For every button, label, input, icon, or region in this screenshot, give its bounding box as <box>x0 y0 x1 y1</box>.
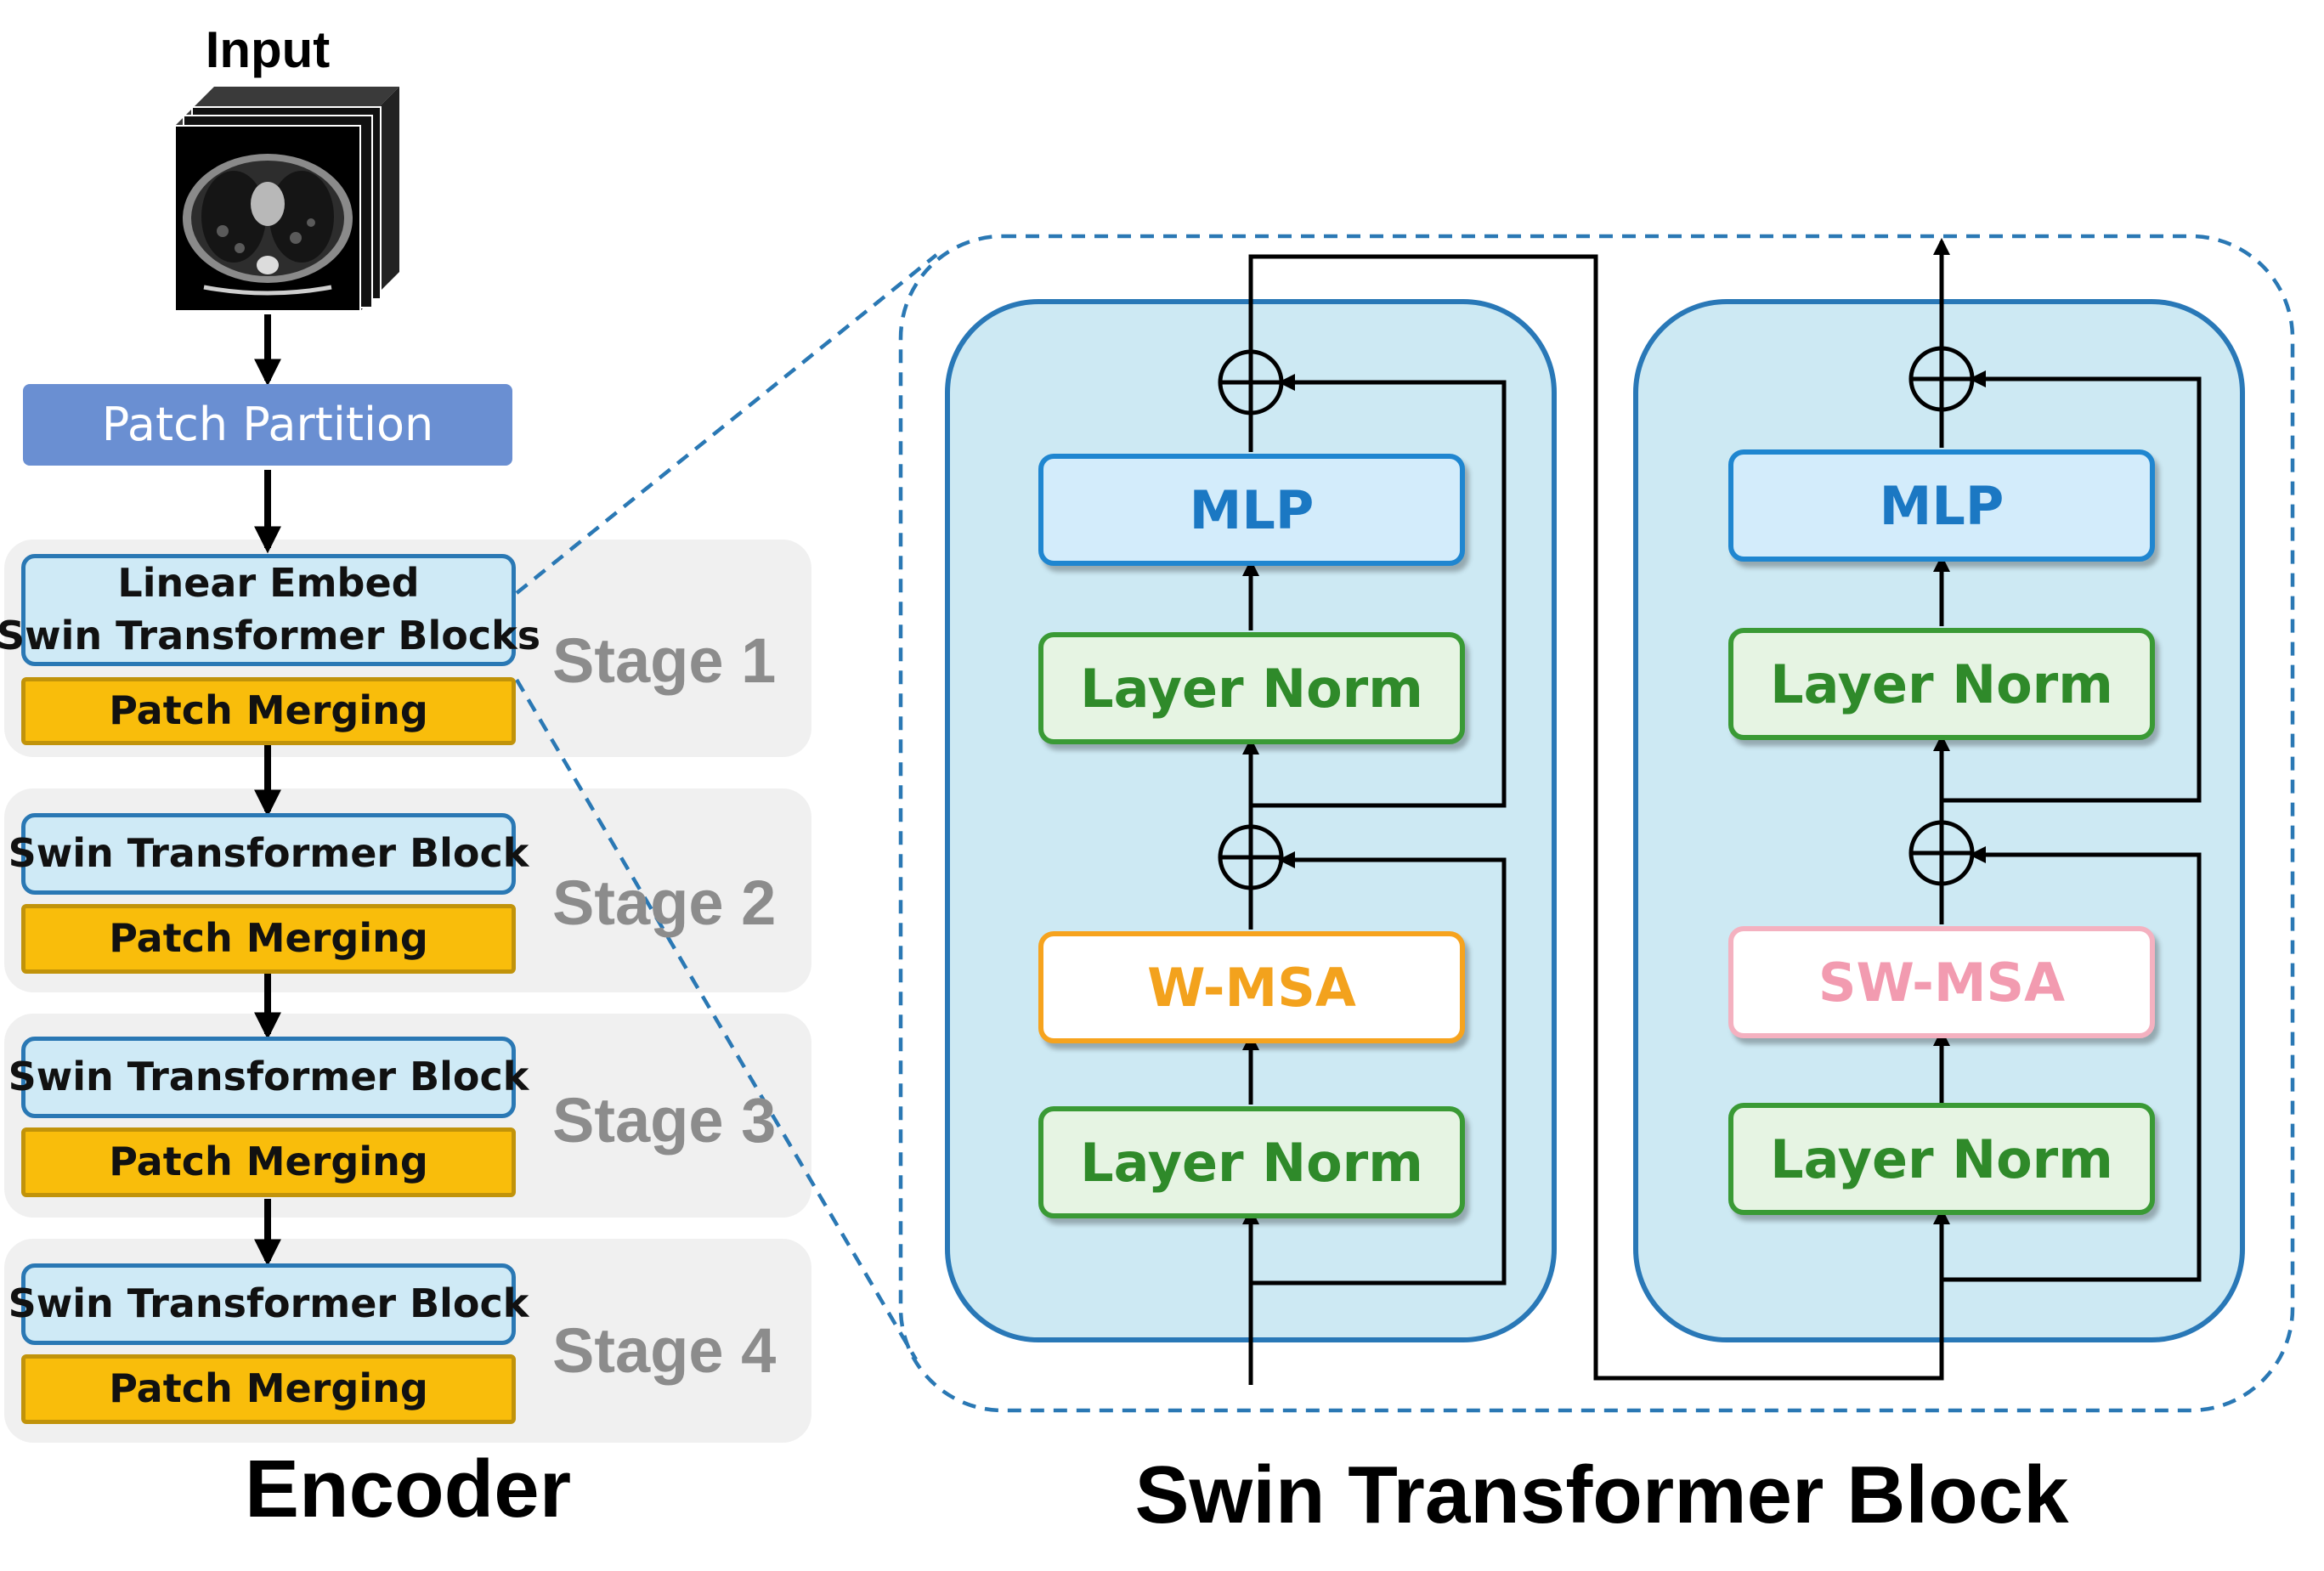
left-layer-norm-upper: Layer Norm <box>1038 632 1465 744</box>
stage-1-block-line-2: Swin Transformer Blocks <box>0 613 541 658</box>
stage-3-swin-block: Swin Transformer Block <box>8 1037 529 1118</box>
left-mlp-box: MLP <box>1038 454 1465 566</box>
stage-1-linear-embed-block: Linear Embed Swin Transformer Blocks <box>0 554 540 666</box>
stage-2-label: Stage 2 <box>552 867 777 938</box>
left-wmsa-box: W-MSA <box>1038 931 1465 1043</box>
right-block-wiring <box>1908 238 2202 1282</box>
left-block-wiring <box>1218 254 1950 1385</box>
stage-2-patch-merging: Patch Merging <box>21 904 516 974</box>
stage-1-label: Stage 1 <box>552 625 777 696</box>
right-swmsa-box: SW-MSA <box>1728 926 2155 1038</box>
right-mlp-box: MLP <box>1728 449 2155 562</box>
input-ct-volume <box>174 87 399 312</box>
zoom-dashed-outline <box>515 234 2295 1413</box>
stage-3-label: Stage 3 <box>552 1085 777 1156</box>
stage-4-patch-merging: Patch Merging <box>21 1354 516 1424</box>
stage-1-block-line-1: Linear Embed <box>117 560 420 607</box>
patch-partition-box: Patch Partition <box>23 384 512 466</box>
stage-4-swin-block: Swin Transformer Block <box>8 1263 529 1345</box>
stage-4-label: Stage 4 <box>552 1315 777 1386</box>
stage-2-swin-block: Swin Transformer Block <box>8 813 529 895</box>
stage-1-patch-merging: Patch Merging <box>21 677 516 745</box>
right-layer-norm-upper: Layer Norm <box>1728 628 2155 740</box>
encoder-title: Encoder <box>244 1444 572 1534</box>
input-label: Input <box>205 21 331 78</box>
right-layer-norm-lower: Layer Norm <box>1728 1103 2155 1215</box>
left-layer-norm-lower: Layer Norm <box>1038 1106 1465 1218</box>
swin-block-title: Swin Transformer Block <box>1134 1450 2069 1540</box>
stage-3-patch-merging: Patch Merging <box>21 1127 516 1197</box>
